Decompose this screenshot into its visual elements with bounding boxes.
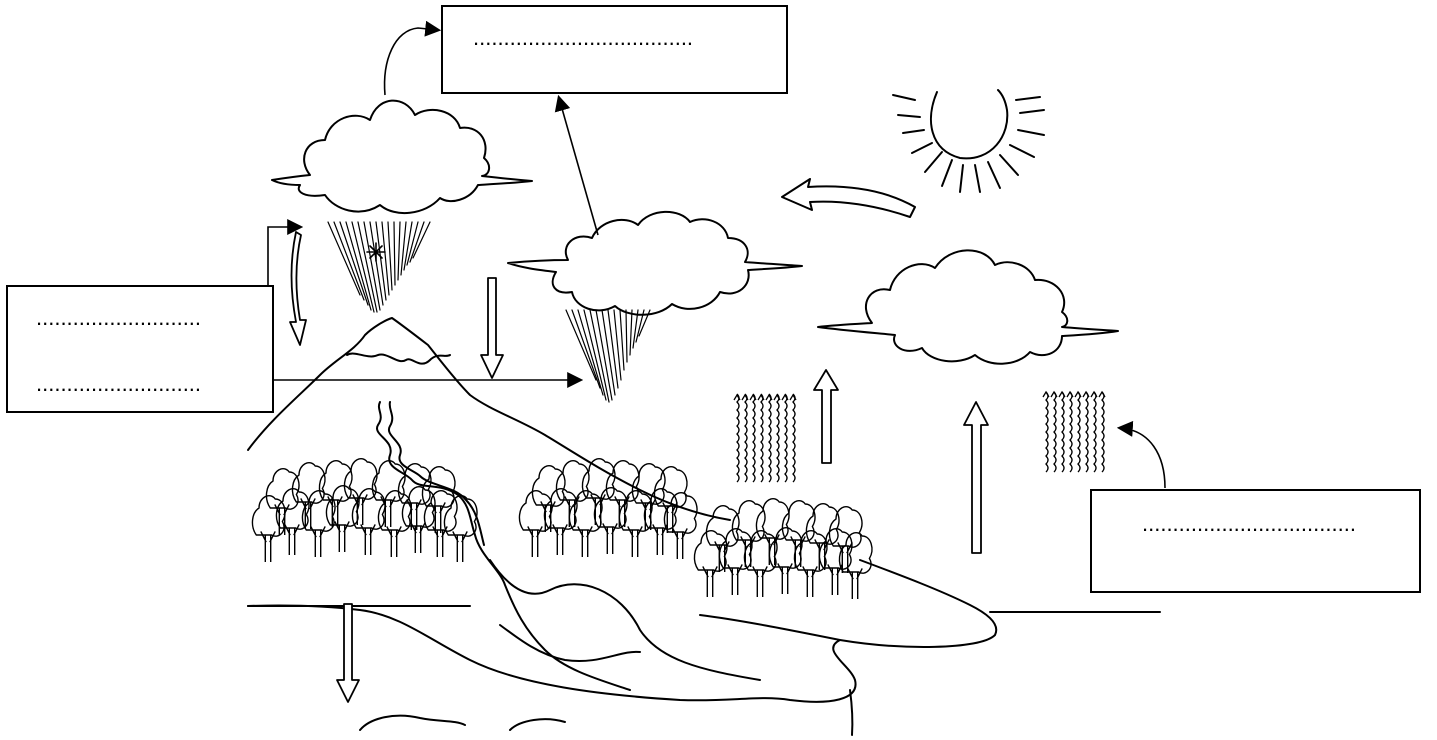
vapor-line [1102,392,1104,472]
tree-trunk [578,526,592,557]
vapor-line [785,394,787,482]
answer-blank[interactable]: ................................... [1142,513,1356,535]
cloud-icon [272,101,532,213]
river [377,402,760,690]
vapor-line [1078,392,1080,472]
answer-blank[interactable]: ........................... [36,307,201,329]
tree-trunk [553,524,567,555]
tree-trunk [673,528,687,559]
tree-trunk [615,496,629,527]
rain-icon [566,310,650,402]
vapor-arrowhead [1099,392,1105,397]
lake [248,605,856,701]
vapor-line [1094,392,1096,472]
groundwater [360,716,565,730]
tree-crown [582,459,614,499]
vapor-arrowhead [1091,392,1097,397]
tree-crown [544,489,576,529]
tree-trunk [653,524,667,555]
tree-trunk [778,563,792,594]
vapor-arrowhead [1043,392,1049,397]
vapor-line [1054,392,1056,472]
tree-trunk [791,536,805,567]
answer-blank[interactable]: .................................... [473,27,693,49]
tree-crown [444,496,476,536]
tree-trunk [453,531,467,562]
arrow-icon [814,370,838,463]
tree-trunk [285,524,299,555]
vapor-arrowhead [1059,392,1065,397]
tree-trunk [387,526,401,557]
tree-trunk [353,494,367,525]
tree-trunk [361,524,375,555]
vapor-arrowhead [1051,392,1057,397]
tree-trunk [628,526,642,557]
tree-trunk [703,566,717,597]
tree-trunk [803,566,817,597]
tree-trunk [431,502,445,533]
tree-crown [654,467,686,507]
vapor-line [769,394,771,482]
tree-trunk [603,523,617,554]
arrow-icon [290,232,306,345]
tree-trunk [565,496,579,527]
lake-bottom [500,625,640,661]
arrow-icon [337,604,359,702]
tree-trunk [848,568,862,599]
tree-trunk [753,566,767,597]
cloud-icon [508,212,802,315]
pointer-arrow [385,28,438,95]
tree-trunk [261,531,275,562]
tree-crown [252,496,284,536]
tree-crown [706,506,738,546]
sun-icon [893,90,1044,192]
vapor-line [777,394,779,482]
tree-trunk [335,521,349,552]
arrow-icon [481,278,503,378]
right-edge [850,690,852,735]
tree-crown [664,493,696,533]
right-hill [700,560,996,647]
tree-crown [829,507,861,547]
vapor-line [737,394,739,482]
label-box-top[interactable]: .................................... [441,5,788,94]
vapor-line [793,394,795,482]
tree-trunk [528,526,542,557]
vapor-arrowhead [1075,392,1081,397]
vapor-arrowhead [1067,392,1073,397]
vapor-line [745,394,747,482]
pointer-arrow [1120,428,1165,488]
tree-trunk [728,564,742,595]
tree-trunk [411,522,425,553]
tree-trunk [591,494,605,525]
vapor-line [753,394,755,482]
label-box-right[interactable]: ................................... [1090,489,1421,593]
vapor-line [1086,392,1088,472]
vapor-line [1070,392,1072,472]
tree-trunk [828,564,842,595]
tree-trunk [381,496,395,527]
pointer-arrow [559,98,598,235]
label-box-left[interactable]: ........................... ............… [6,285,274,413]
vapor-icon [734,394,796,482]
snowflake-icon [367,243,385,261]
sun-to-cloud-arrow [782,179,915,217]
rain-icon [328,222,430,312]
vapor-line [761,394,763,482]
vapor-line [1046,392,1048,472]
vapor-icon [1043,392,1105,472]
tree-trunk [311,526,325,557]
tree-trunk [741,536,755,567]
vapor-arrowhead [1083,392,1089,397]
tree-crown [839,533,871,573]
arrow-icon [964,402,988,553]
answer-blank[interactable]: ........................... [36,373,201,395]
vapor-line [1062,392,1064,472]
cloud-icon [818,250,1118,363]
